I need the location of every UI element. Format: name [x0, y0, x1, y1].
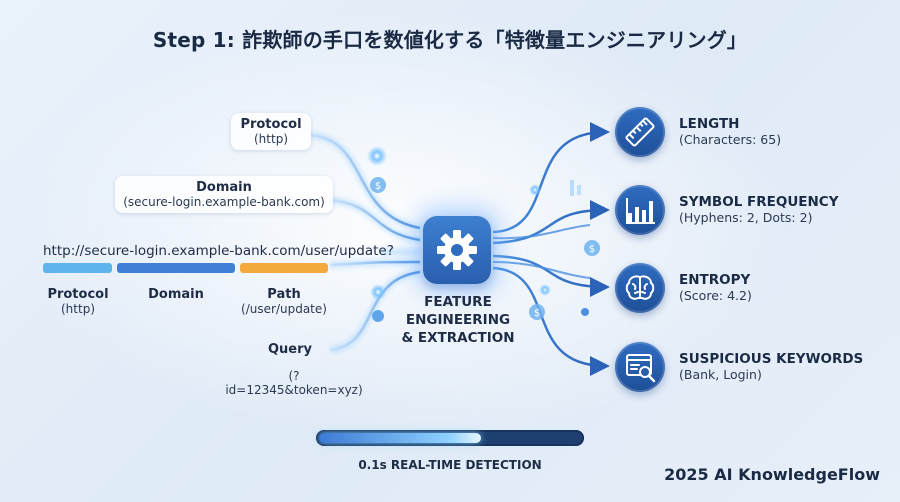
- flow-protocol: [309, 133, 421, 230]
- segment-protocol-value: (http): [61, 302, 95, 316]
- segment-path-label: Path: [267, 287, 301, 302]
- feature-length: LENGTH (Characters: 65): [679, 116, 781, 147]
- flow-url-2: [329, 260, 421, 267]
- segment-domain: Domain: [126, 287, 226, 302]
- feature-symbol-detail: (Hyphens: 2, Dots: 2): [679, 210, 813, 225]
- feature-symbol-frequency: SYMBOL FREQUENCY (Hyphens: 2, Dots: 2): [679, 194, 838, 225]
- gear-icon: [437, 230, 477, 270]
- segment-path-value: (/user/update): [241, 302, 327, 316]
- domain-card: Domain (secure-login.example-bank.com): [115, 176, 333, 213]
- domain-card-label: Domain: [196, 180, 252, 195]
- protocol-card-label: Protocol: [240, 117, 302, 132]
- detection-progress-label: 0.1s REAL-TIME DETECTION: [358, 458, 542, 472]
- hub-label-line3: & EXTRACTION: [401, 330, 515, 346]
- url-text: http://secure-login.example-bank.com/use…: [43, 243, 394, 259]
- hub-label: FEATURE ENGINEERING & EXTRACTION: [383, 293, 533, 347]
- flow-length: [492, 122, 610, 234]
- query-label: Query: [267, 342, 312, 357]
- feature-entropy: ENTROPY (Score: 4.2): [679, 272, 752, 303]
- segment-protocol: Protocol (http): [28, 287, 128, 316]
- flow-keywords: [492, 266, 610, 376]
- query-label-block: Query: [240, 342, 340, 357]
- flow-query: [329, 270, 421, 352]
- feature-keywords-detail: (Bank, Login): [679, 367, 762, 382]
- flow-domain: [329, 198, 421, 242]
- detection-progress-fill: [319, 433, 481, 443]
- segment-protocol-label: Protocol: [47, 287, 109, 302]
- svg-text:$: $: [375, 181, 381, 192]
- brain-icon: [615, 263, 665, 313]
- feature-entropy-detail: (Score: 4.2): [679, 288, 752, 303]
- feature-engineering-hub: [423, 216, 491, 284]
- protocol-card: Protocol (http): [231, 113, 311, 150]
- segment-bar-protocol: [43, 263, 112, 273]
- protocol-card-value: (http): [254, 132, 288, 146]
- feature-length-title: LENGTH: [679, 116, 740, 132]
- segment-path: Path (/user/update): [228, 287, 340, 316]
- segment-bar-domain: [117, 263, 235, 273]
- page-title: Step 1: 詐欺師の手口を数値化する「特徴量エンジニアリング」: [152, 28, 748, 52]
- decor-orbs: $ $ $: [367, 146, 600, 322]
- feature-length-detail: (Characters: 65): [679, 132, 782, 147]
- detection-progress-bar: [316, 430, 584, 446]
- feature-keywords-title: SUSPICIOUS KEYWORDS: [679, 351, 864, 367]
- flow-symbol: [492, 200, 610, 245]
- bar-chart-icon: [615, 185, 665, 235]
- query-value: (?id=12345&token=xyz): [225, 369, 363, 397]
- svg-text:$: $: [534, 308, 540, 319]
- svg-text:$: $: [589, 244, 595, 255]
- feature-suspicious-keywords: SUSPICIOUS KEYWORDS (Bank, Login): [679, 351, 863, 382]
- feature-symbol-title: SYMBOL FREQUENCY: [679, 194, 839, 210]
- flow-entropy: [492, 254, 610, 297]
- feature-entropy-title: ENTROPY: [679, 272, 751, 288]
- magnifier-window-icon: [615, 342, 665, 392]
- domain-card-value: (secure-login.example-bank.com): [123, 195, 325, 209]
- hub-label-line1: FEATURE: [424, 294, 492, 310]
- segment-domain-label: Domain: [148, 287, 204, 302]
- segment-bar-path: [240, 263, 328, 273]
- ruler-icon: [615, 107, 665, 157]
- brand-label: 2025 AI KnowledgeFlow: [664, 465, 880, 484]
- hub-label-line2: ENGINEERING: [405, 312, 511, 328]
